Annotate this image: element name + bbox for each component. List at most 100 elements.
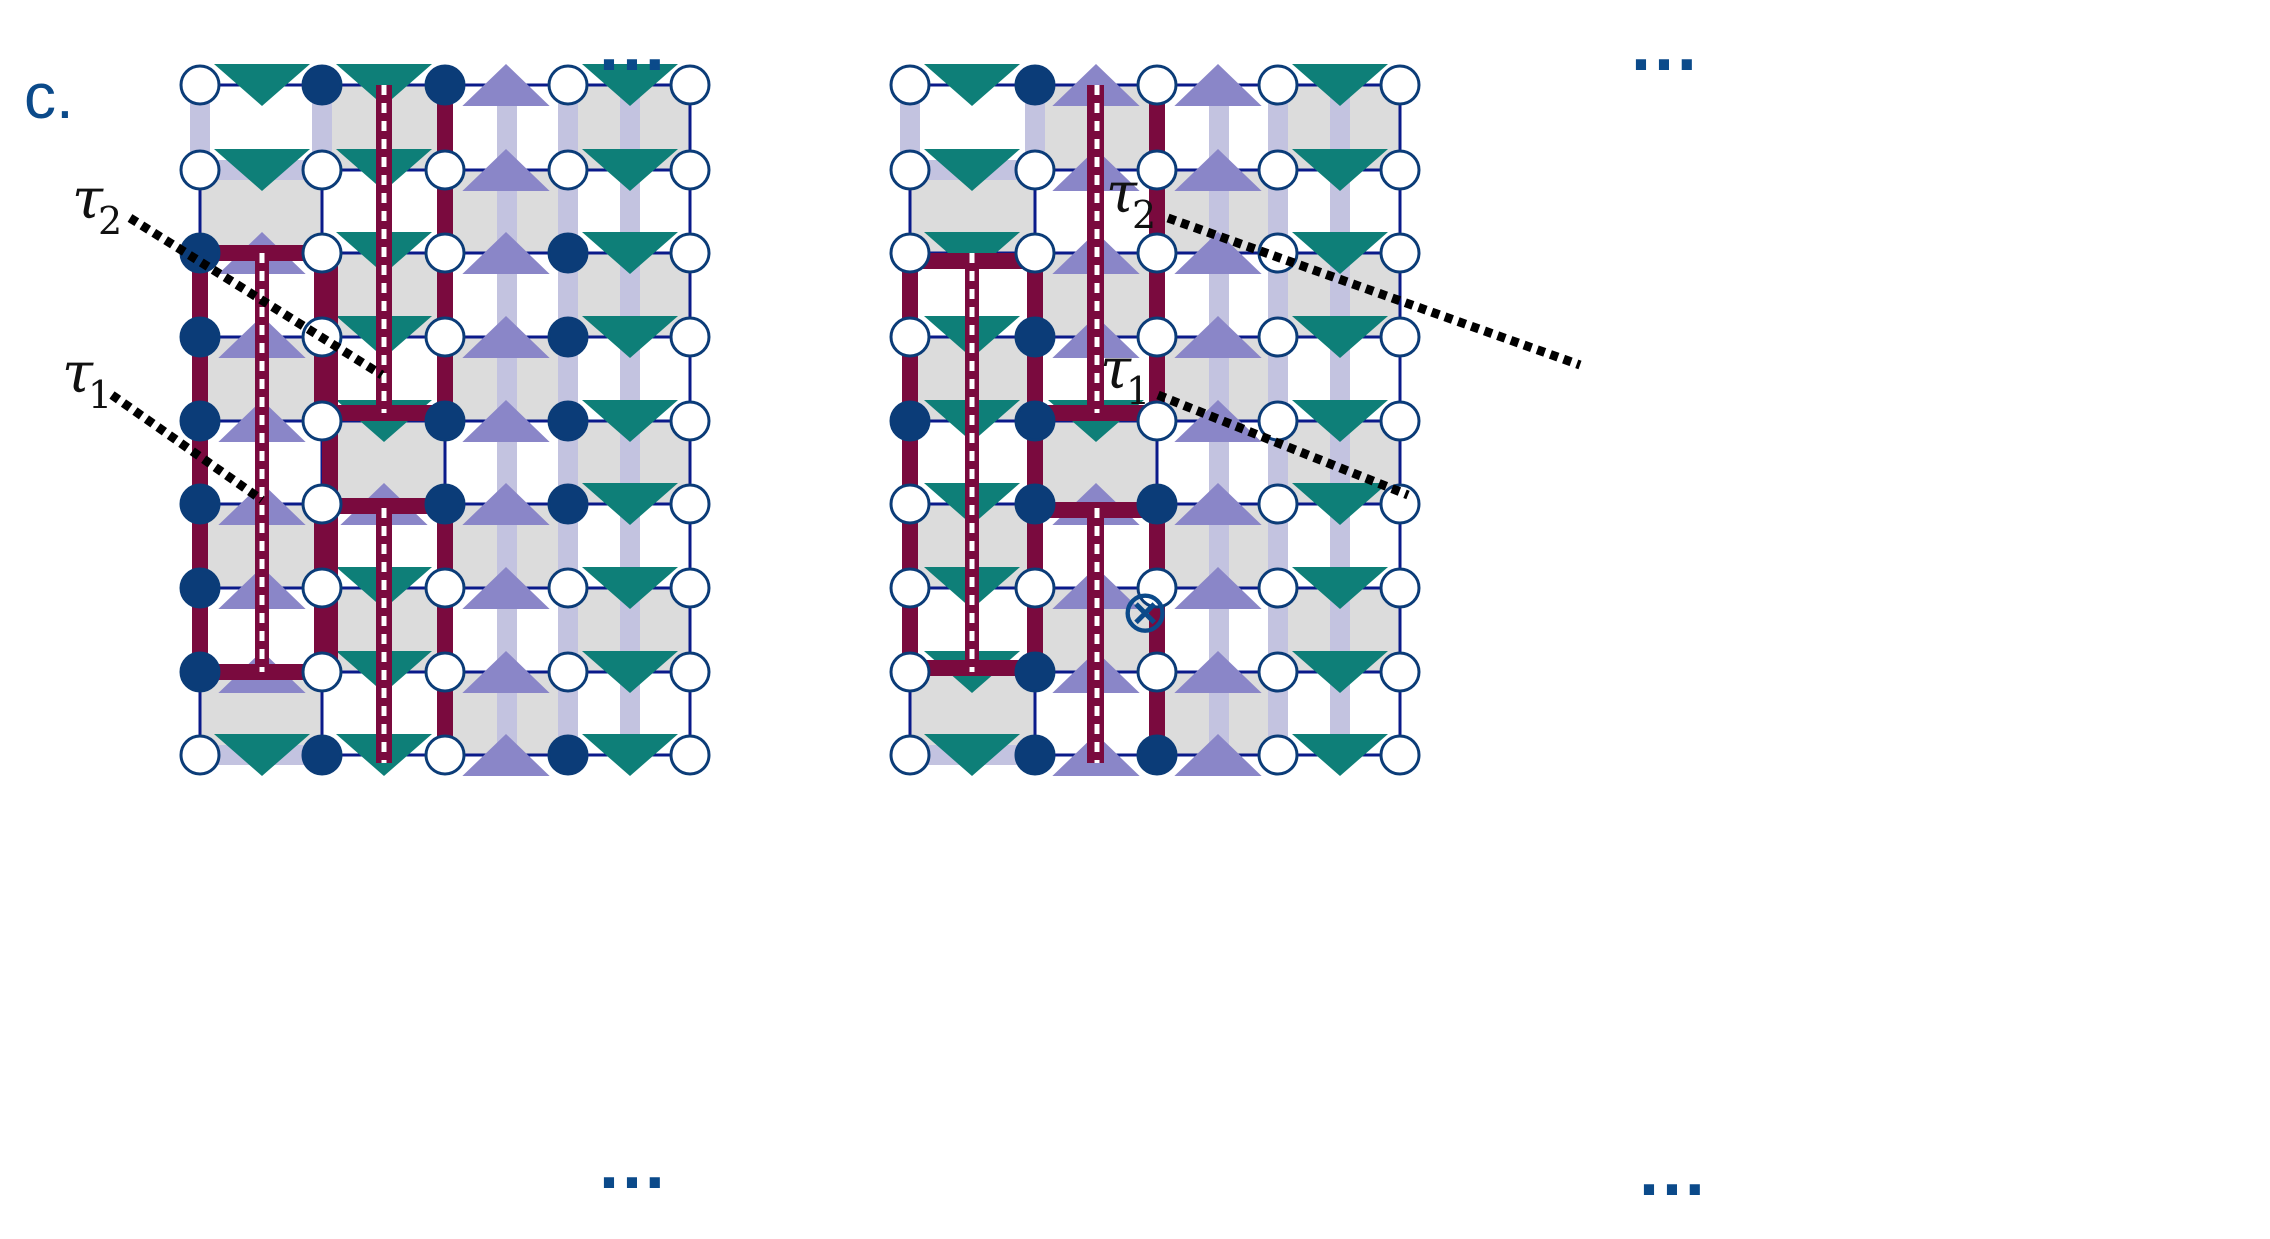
arrow-up-icon	[462, 651, 550, 693]
arrow-up-icon	[462, 64, 550, 106]
panel-label: c.	[24, 60, 74, 132]
open-node	[889, 567, 931, 609]
open-node	[669, 567, 711, 609]
arrow-down-icon	[1292, 567, 1388, 609]
open-node	[1379, 64, 1421, 106]
string-operators	[259, 85, 387, 763]
arrow-up-icon	[1174, 567, 1262, 609]
open-node	[179, 64, 221, 106]
open-node	[1136, 400, 1178, 442]
arrow-up-icon	[462, 316, 550, 358]
open-node	[547, 651, 589, 693]
open-node	[889, 651, 931, 693]
filled-node	[1014, 316, 1056, 358]
arrow-up-icon	[1174, 734, 1262, 776]
filled-node	[1014, 651, 1056, 693]
arrow-down-icon	[1292, 232, 1388, 274]
arrow-down-icon	[582, 232, 678, 274]
open-node	[1379, 232, 1421, 274]
arrow-down-icon	[1292, 483, 1388, 525]
arrow-down-icon	[214, 64, 310, 106]
ellipsis-top-left: …	[596, 6, 668, 86]
lattice-panel-right	[889, 64, 1582, 776]
open-node	[301, 567, 343, 609]
arrow-down-icon	[1292, 316, 1388, 358]
arrow-down-icon	[1292, 400, 1388, 442]
open-node	[1014, 149, 1056, 191]
filled-node	[547, 316, 589, 358]
filled-node	[1014, 64, 1056, 106]
open-node	[1379, 400, 1421, 442]
tau-subscript: 2	[98, 199, 122, 243]
arrow-down-icon	[582, 149, 678, 191]
arrow-down-icon	[1292, 64, 1388, 106]
open-node	[1136, 651, 1178, 693]
arrow-down-icon	[924, 734, 1020, 776]
string-operators	[969, 85, 1100, 763]
open-node	[669, 483, 711, 525]
open-node	[424, 734, 466, 776]
arrow-down-icon	[582, 734, 678, 776]
filled-node	[547, 734, 589, 776]
open-node	[424, 316, 466, 358]
open-node	[301, 400, 343, 442]
ellipsis-bottom-right: …	[1636, 1131, 1708, 1211]
lattice-nodes	[889, 64, 1421, 776]
arrow-up-icon	[462, 232, 550, 274]
open-node	[1136, 149, 1178, 191]
tau-1-label-left: τ 1	[62, 341, 112, 417]
filled-node	[889, 400, 931, 442]
tau-subscript: 2	[1132, 193, 1156, 237]
open-node	[179, 734, 221, 776]
arrow-up-icon	[1174, 149, 1262, 191]
open-node	[669, 149, 711, 191]
open-node	[1257, 734, 1299, 776]
tau-symbol: τ	[62, 341, 94, 406]
filled-node	[424, 483, 466, 525]
filled-node	[301, 734, 343, 776]
arrow-up-icon	[1174, 316, 1262, 358]
open-node	[889, 316, 931, 358]
open-node	[1257, 149, 1299, 191]
open-node	[179, 149, 221, 191]
filled-node	[179, 400, 221, 442]
tau-leaders	[109, 214, 385, 504]
open-node	[301, 149, 343, 191]
filled-node	[424, 400, 466, 442]
open-node	[889, 149, 931, 191]
lattice-nodes	[179, 64, 711, 776]
arrow-up-icon	[462, 734, 550, 776]
ellipsis-top-right: …	[1628, 6, 1700, 86]
filled-node	[424, 64, 466, 106]
open-node	[669, 400, 711, 442]
arrow-down-icon	[214, 734, 310, 776]
open-node	[424, 567, 466, 609]
open-node	[669, 734, 711, 776]
tau-symbol: τ	[1106, 161, 1138, 226]
filled-node	[179, 483, 221, 525]
arrow-down-icon	[924, 64, 1020, 106]
open-node	[1136, 316, 1178, 358]
open-node	[1257, 64, 1299, 106]
open-node	[1379, 651, 1421, 693]
tau-2-leader	[127, 214, 385, 379]
open-node	[1379, 483, 1421, 525]
open-node	[547, 64, 589, 106]
open-node	[424, 232, 466, 274]
arrow-down-icon	[582, 567, 678, 609]
tau-2-label-left: τ 2	[72, 167, 122, 243]
open-node	[669, 651, 711, 693]
tau-2-label-right: τ 2	[1106, 161, 1156, 237]
filled-node	[1136, 734, 1178, 776]
open-node	[1379, 567, 1421, 609]
open-node	[889, 483, 931, 525]
open-node	[547, 149, 589, 191]
filled-node	[179, 651, 221, 693]
open-node	[301, 232, 343, 274]
arrow-down-icon	[582, 651, 678, 693]
open-node	[424, 651, 466, 693]
arrow-up-icon	[462, 400, 550, 442]
tau-1-leader	[1156, 390, 1410, 500]
filled-node	[179, 316, 221, 358]
